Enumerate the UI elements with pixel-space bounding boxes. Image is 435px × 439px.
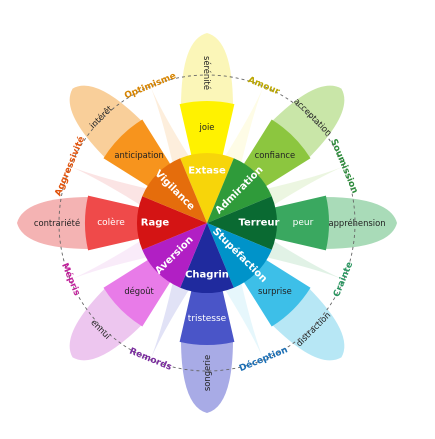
core-label-darkgreen: Terreur [239,218,280,229]
petal-middle-red [84,195,141,251]
petal-middle-blue [179,289,235,346]
combination-crainte: Crainte [332,261,355,299]
petal-outer-blue [181,340,233,413]
middle-label-darkgreen: peur [293,218,314,228]
combination-mépris: Mépris [59,261,82,297]
combination-amour: Amour [246,75,281,97]
gap-wedge [68,236,157,281]
gap-wedge [220,273,265,362]
middle-label-red: colère [97,217,125,228]
core-label-yellow: Extase [188,166,226,177]
petal-core-purple [142,223,207,288]
middle-label-yellow: joie [199,122,215,132]
outer-label-yellow: sérénité [202,56,212,90]
combination-aggressivité: Aggressivité [53,135,87,198]
combination-déception: Déception [238,344,290,374]
middle-label-cyan: surprise [258,286,292,296]
combination-soumission: Soumission [328,138,359,195]
gap-wedge [220,84,265,173]
petal-core-yellow [180,152,234,223]
middle-label-orange: anticipation [114,150,163,160]
core-label-blue: Chagrin [185,270,229,281]
petal-outer-darkgreen [324,197,397,249]
petal-outer-orange [69,85,143,159]
petal-core-lightgreen [207,158,272,223]
petal-core-red [136,196,207,250]
outer-label-blue: songerie [202,355,212,391]
petal-outer-red [17,197,90,249]
petal-core-blue [180,223,234,294]
combination-optimisme: Optimisme [123,71,177,101]
middle-label-blue: tristesse [188,314,227,324]
petal-middle-purple [103,259,171,327]
petal-outer-lightgreen [271,85,345,159]
outer-label-darkgreen: appréhension [328,218,385,228]
petal-middle-yellow [179,100,235,157]
core-label-red: Rage [141,218,170,229]
combination-ring [58,74,356,372]
middle-label-lightgreen: confiance [255,150,296,160]
gap-wedge [149,84,194,173]
petal-outer-cyan [271,287,345,361]
outer-label-red: contrariété [34,218,80,228]
petal-outer-purple [69,287,143,361]
gap-wedge [257,165,346,210]
gap-wedge [149,273,194,362]
petal-core-darkgreen [207,196,278,250]
petal-gaps [68,84,346,362]
petals [17,33,397,413]
petal-core-cyan [207,223,272,288]
gap-wedge [68,165,157,210]
petal-middle-orange [103,119,171,187]
combination-remords: Remords [128,347,173,373]
gap-wedge [257,236,346,281]
petal-core-orange [142,158,207,223]
petal-middle-cyan [243,259,311,327]
petal-middle-darkgreen [273,195,330,251]
petal-outer-yellow [181,33,233,106]
middle-label-purple: dégoût [124,286,154,296]
petal-middle-lightgreen [243,119,311,187]
